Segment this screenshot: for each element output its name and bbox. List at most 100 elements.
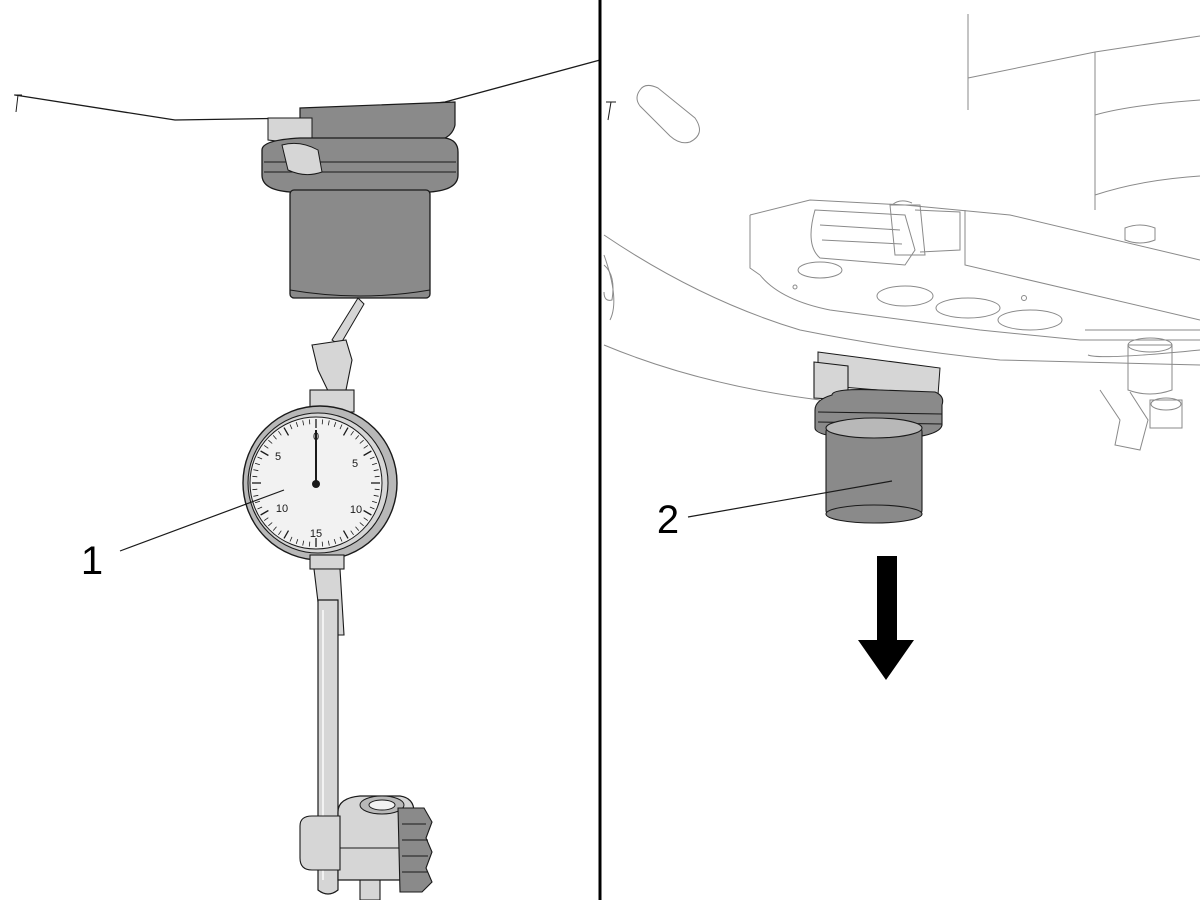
right-panel — [603, 14, 1200, 524]
oval-slot — [636, 84, 700, 144]
dial-tick — [339, 536, 343, 542]
dial-tick — [263, 445, 269, 449]
head-mark — [606, 101, 616, 121]
callout-2-label: 2 — [657, 498, 679, 542]
dial-tick — [289, 536, 293, 542]
callout-1-leader — [119, 489, 285, 552]
dial-tick — [321, 541, 324, 547]
changer-plate — [749, 199, 1200, 341]
dial-tick — [359, 522, 364, 527]
dial-tick — [373, 494, 379, 497]
dial-tick — [350, 430, 354, 436]
rod-clamp — [299, 795, 433, 893]
bolt-head — [1127, 344, 1173, 395]
plate-pin — [1021, 295, 1027, 301]
dial-tick — [339, 424, 343, 430]
dial-tick — [374, 488, 380, 491]
gage-tool-right-top — [825, 417, 923, 439]
dial-tick — [253, 494, 259, 497]
dial-tick — [302, 540, 305, 546]
plate-hole-3 — [997, 309, 1063, 331]
head-front-edge — [603, 254, 615, 321]
dial-tick — [257, 456, 263, 460]
plate-hole-4 — [797, 261, 843, 279]
head-outline — [603, 234, 1200, 366]
tool-holder-right — [813, 361, 944, 524]
changer-pocket-inner — [819, 224, 903, 245]
spindle-housing-round — [1094, 99, 1200, 196]
dial-ticks — [252, 419, 380, 547]
changer-pocket — [810, 209, 916, 266]
indicator-bracket — [311, 339, 353, 396]
changer-clip — [889, 204, 961, 256]
plate-pin-2 — [792, 284, 798, 290]
clamp-knob — [397, 807, 433, 893]
dial-tick — [371, 462, 378, 466]
dial-tick — [257, 506, 263, 510]
dial-tick — [268, 522, 273, 527]
small-bolt-left — [891, 200, 913, 206]
dial-tick — [308, 541, 311, 547]
dial-label-lower-left: 10 — [276, 503, 288, 515]
dial-tick — [363, 445, 369, 449]
dial-tick — [363, 509, 372, 516]
changer-plate-edge — [749, 210, 1200, 321]
dial-label-upper-right: 5 — [352, 458, 358, 470]
dial-label-bottom: 15 — [310, 528, 322, 540]
socket-screw-top — [1150, 397, 1182, 411]
callout-1-label: 1 — [81, 539, 103, 583]
dial-tick — [369, 456, 375, 460]
dial-tick — [283, 530, 290, 539]
arrow-down-icon — [858, 556, 914, 680]
dial-tick — [355, 435, 360, 440]
dial-label-upper-left: 5 — [275, 451, 281, 463]
dial-tick — [268, 439, 273, 444]
dial-tick — [374, 475, 380, 478]
side-flange — [1085, 329, 1200, 358]
dial-tick — [252, 488, 258, 491]
head-side-detail — [603, 264, 614, 301]
dial-tick — [359, 439, 364, 444]
dial-tick — [260, 450, 269, 457]
callout-2-leader — [687, 480, 893, 518]
dial-tick — [289, 424, 293, 430]
plate-hole-1 — [876, 285, 934, 307]
dial-indicator: 0 5 5 10 10 15 — [242, 405, 398, 561]
head-outline-lower — [603, 344, 821, 401]
dial-tick — [278, 530, 282, 536]
dial-tick — [342, 427, 349, 436]
spindle-housing — [967, 14, 1200, 210]
gage-tool-right — [825, 425, 923, 517]
clamp-cross-bore — [299, 815, 341, 871]
dial-tick — [260, 509, 269, 516]
dial-hub — [312, 480, 320, 488]
dial-tick — [363, 517, 369, 521]
dial-tick — [369, 506, 375, 510]
indicator-lower-mount — [309, 554, 345, 570]
gage-tool-right-bottom — [825, 504, 923, 524]
dial-tick — [252, 475, 258, 478]
dial-tick — [272, 435, 277, 440]
dial-tick — [295, 421, 299, 428]
dial-label-lower-right: 10 — [350, 504, 362, 516]
clamp-knob-ribs — [402, 823, 428, 873]
dial-tick — [342, 530, 349, 539]
small-bolt-top — [1124, 224, 1156, 244]
dial-tick — [373, 469, 379, 472]
dial-tick — [278, 430, 282, 436]
dial-tick — [254, 500, 261, 504]
dial-tick — [350, 530, 354, 536]
dial-tick — [263, 517, 269, 521]
dial-tick — [355, 526, 360, 531]
side-bracket — [1099, 389, 1149, 451]
dial-tick — [302, 420, 305, 426]
dial-tick — [272, 526, 277, 531]
gage-tool-bottom — [289, 289, 431, 297]
dial-tick — [253, 469, 259, 472]
clamp-top-hole-inner — [368, 799, 396, 811]
dial-tick — [321, 419, 324, 425]
dial-tick — [327, 420, 330, 426]
dial-tick — [333, 421, 337, 428]
tool-holder-top — [299, 101, 456, 143]
